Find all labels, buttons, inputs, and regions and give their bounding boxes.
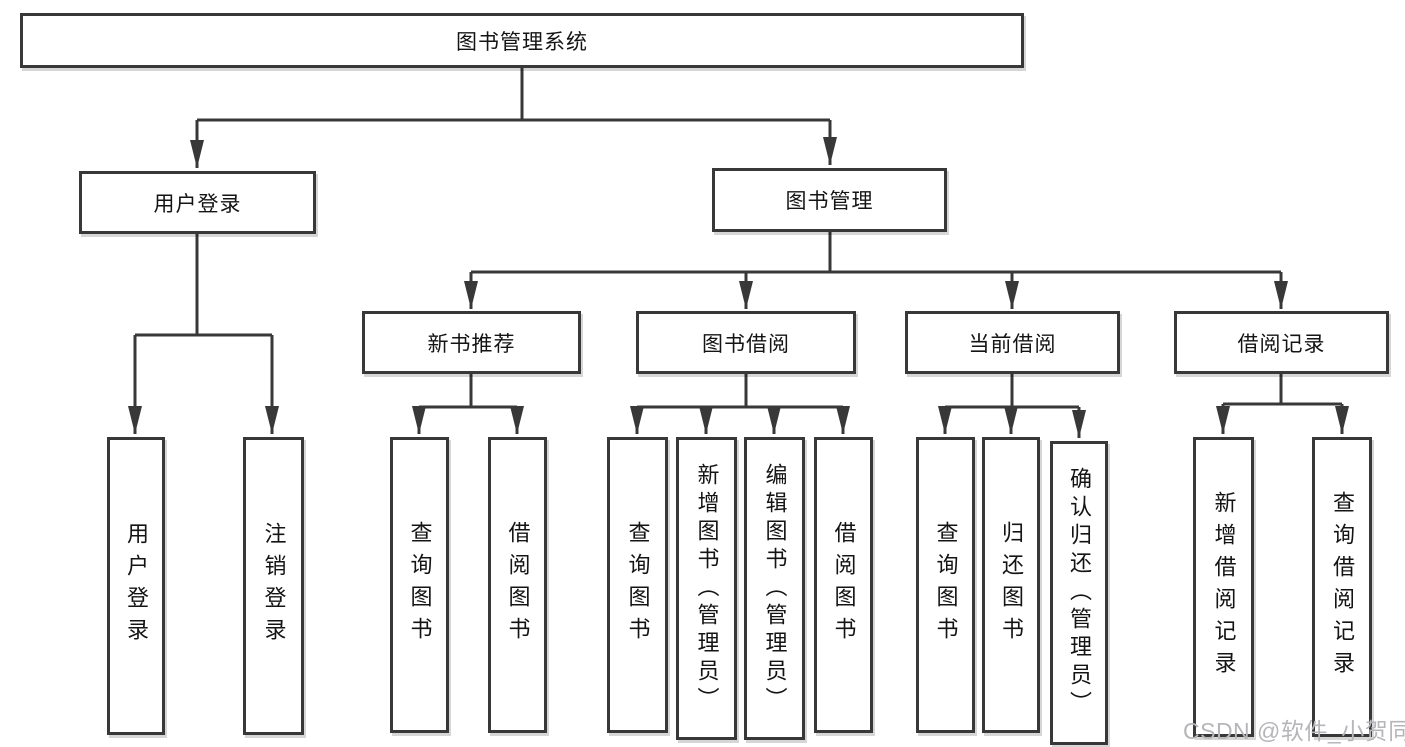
leaf-query-books-recommend: 查询图书: [390, 437, 449, 733]
node-label: 借阅图书: [831, 521, 857, 649]
node-label: 新书推荐: [427, 332, 516, 356]
node-label: 归还图书: [999, 521, 1024, 649]
csdn-watermark: CSDN @软件_小贺同学: [1183, 718, 1405, 744]
node-borrowing-records: 借阅记录: [1174, 311, 1389, 374]
node-label: 编辑图书（管理员）: [762, 462, 788, 715]
node-label: 借阅记录: [1237, 332, 1326, 356]
node-new-book-recommendation: 新书推荐: [362, 311, 581, 374]
node-label: 图书借阅: [702, 332, 790, 356]
node-user-login: 用户登录: [79, 171, 316, 234]
leaf-edit-books-admin: 编辑图书（管理员）: [744, 437, 805, 740]
node-label: 借阅图书: [505, 521, 531, 649]
leaf-query-books-borrow: 查询图书: [607, 437, 668, 733]
node-label: 查询图书: [933, 521, 959, 649]
leaf-logout: 注销登录: [243, 437, 304, 735]
node-label: 新增借阅记录: [1211, 491, 1237, 683]
leaf-confirm-return-admin: 确认归还（管理员）: [1050, 441, 1108, 745]
node-label: 图书管理: [785, 190, 874, 213]
leaf-query-borrow-record: 查询借阅记录: [1312, 437, 1372, 737]
leaf-user-login: 用户登录: [107, 437, 165, 735]
leaf-borrow-books-recommend: 借阅图书: [488, 437, 547, 733]
leaf-borrow-books: 借阅图书: [814, 437, 873, 733]
node-book-borrowing: 图书借阅: [636, 311, 856, 374]
node-label: 查询借阅记录: [1330, 491, 1355, 683]
leaf-add-books-admin: 新增图书（管理员）: [676, 437, 737, 740]
leaf-add-borrow-record: 新增借阅记录: [1193, 437, 1254, 737]
node-book-management: 图书管理: [712, 168, 947, 232]
node-label: 查询图书: [407, 521, 433, 649]
node-label: 当前借阅: [968, 332, 1057, 356]
node-label: 注销登录: [261, 522, 287, 650]
node-label: 新增图书（管理员）: [694, 462, 720, 715]
node-label: 确认归还（管理员）: [1067, 467, 1092, 719]
leaf-return-books: 归还图书: [982, 437, 1040, 733]
node-label: 查询图书: [625, 521, 651, 649]
leaf-query-books-current: 查询图书: [916, 437, 975, 733]
node-label: 图书管理系统: [456, 30, 588, 54]
node-label: 用户登录: [124, 522, 149, 650]
node-root-library-management-system: 图书管理系统: [20, 13, 1024, 68]
node-label: 用户登录: [153, 192, 242, 216]
node-current-borrowing: 当前借阅: [905, 311, 1120, 374]
